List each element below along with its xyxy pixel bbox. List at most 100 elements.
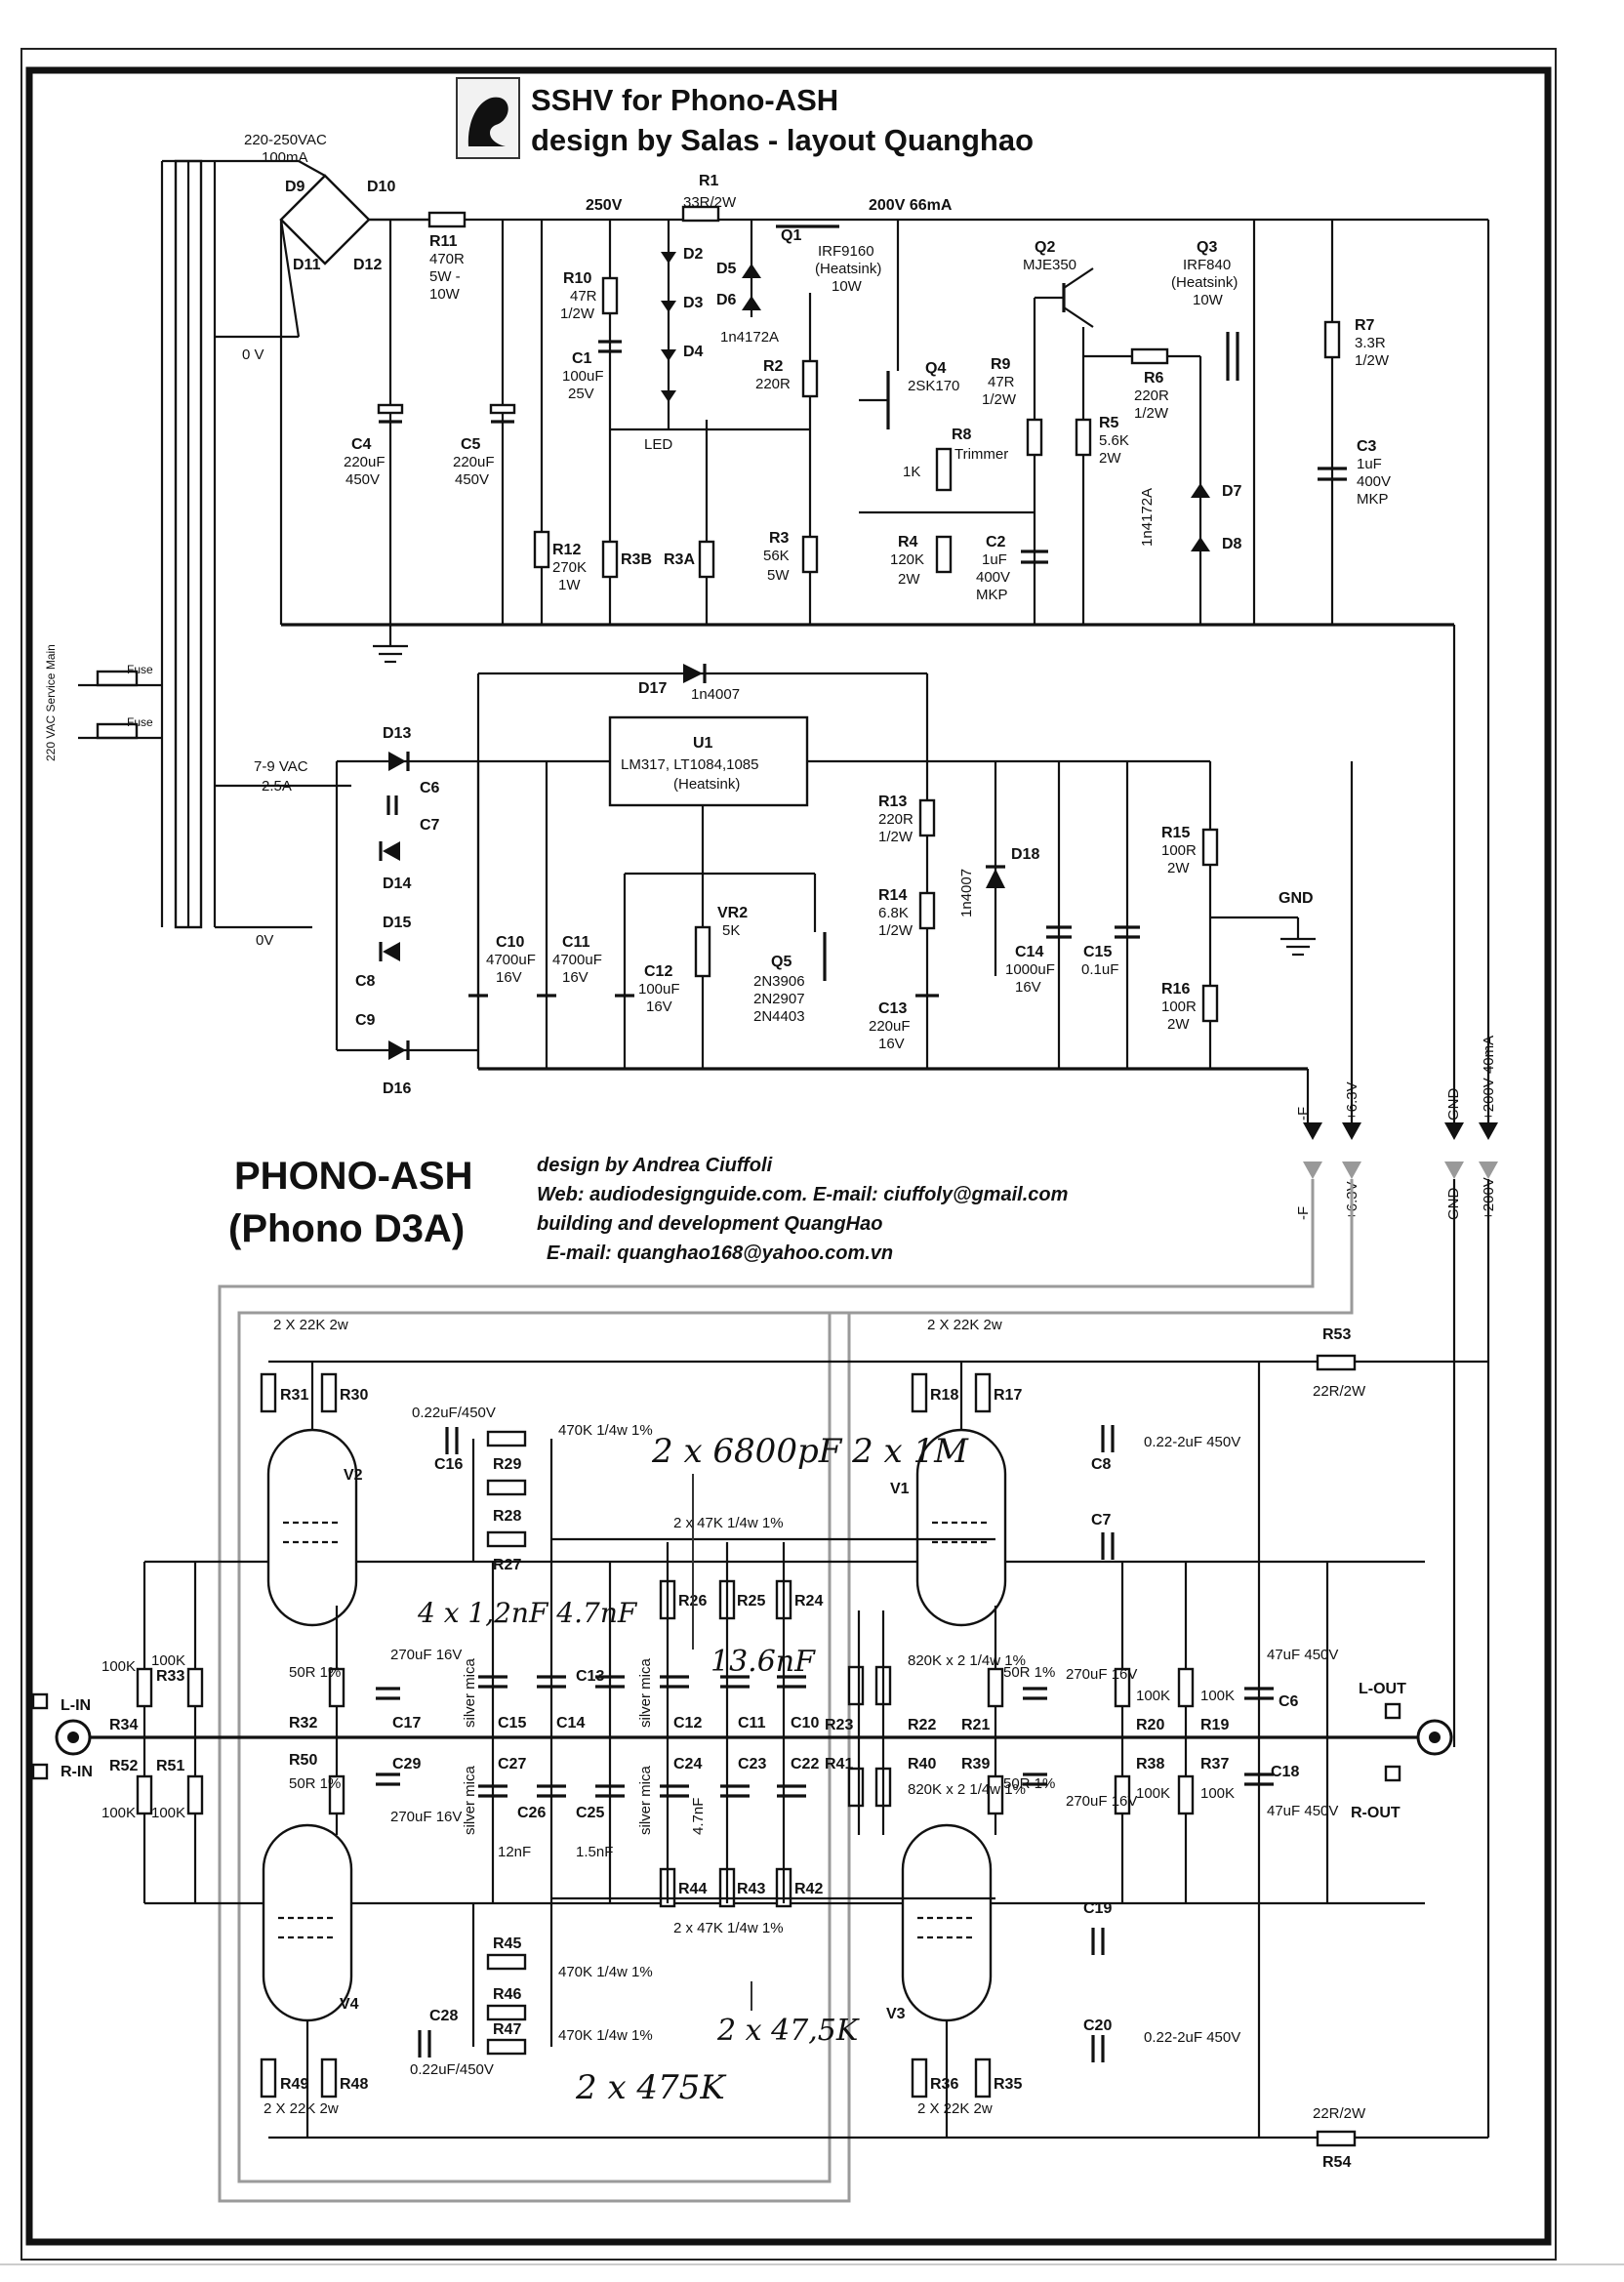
svg-text:12nF: 12nF: [498, 1844, 531, 1860]
svg-text:R40: R40: [908, 1756, 936, 1773]
transformer: 220-250VAC 100mA 0 V 7-9 VAC 2.5A 0V Fus…: [44, 132, 351, 949]
svg-text:50R 1%: 50R 1%: [289, 1664, 341, 1681]
svg-text:400V: 400V: [1357, 473, 1391, 490]
svg-text:4.7nF: 4.7nF: [690, 1798, 707, 1835]
capacitor-array: [376, 1425, 1274, 2062]
svg-text:R3: R3: [769, 530, 790, 547]
sec-hv-current: 100mA: [262, 149, 308, 166]
conn-gnd-top: GND: [1445, 1088, 1462, 1121]
svg-text:C18: C18: [1271, 1764, 1299, 1780]
note-6800pf: 2 x 6800pF 2 x 1M: [651, 1432, 969, 1471]
svg-text:D9: D9: [285, 179, 305, 195]
svg-text:D7: D7: [1222, 483, 1242, 500]
svg-text:1W: 1W: [558, 577, 581, 593]
svg-text:2W: 2W: [1167, 860, 1190, 876]
svg-text:C8: C8: [355, 973, 376, 990]
svg-text:2W: 2W: [898, 571, 920, 588]
svg-text:R46: R46: [493, 1986, 521, 2003]
svg-text:D16: D16: [383, 1080, 411, 1097]
svg-text:C13: C13: [576, 1668, 604, 1685]
svg-text:470R: 470R: [429, 251, 465, 267]
connector-group: -F +6.3V GND +200V 40mA -F +6.3V GND +20…: [1295, 1036, 1498, 1220]
svg-text:R28: R28: [493, 1508, 521, 1525]
svg-text:D14: D14: [383, 876, 411, 892]
svg-text:C28: C28: [429, 2008, 458, 2024]
amp-value-labels: 2 X 22K 2w 2 X 22K 2w 2 X 22K 2w 2 X 22K…: [102, 1317, 1366, 2122]
svg-text:R5: R5: [1099, 415, 1119, 431]
svg-text:2SK170: 2SK170: [908, 378, 959, 394]
svg-text:270uF 16V: 270uF 16V: [1066, 1666, 1137, 1683]
svg-text:C4: C4: [351, 436, 372, 453]
svg-text:2N4403: 2N4403: [753, 1008, 805, 1025]
logo-figure: [467, 97, 508, 146]
svg-text:R11: R11: [429, 233, 458, 250]
zero-v-lv: 0V: [256, 932, 273, 949]
r-in-jack[interactable]: [31, 1763, 49, 1780]
svg-text:C12: C12: [673, 1715, 702, 1732]
credit-line-2: Web: audiodesignguide.com. E-mail: ciuff…: [537, 1184, 1068, 1205]
svg-text:C24: C24: [673, 1756, 702, 1773]
svg-text:R7: R7: [1355, 317, 1375, 334]
svg-text:25V: 25V: [568, 386, 594, 402]
svg-text:C15: C15: [1083, 944, 1112, 960]
svg-text:C5: C5: [461, 436, 481, 453]
svg-text:820K x 2 1/4w 1%: 820K x 2 1/4w 1%: [908, 1652, 1026, 1669]
svg-text:C11: C11: [562, 934, 590, 951]
svg-text:470K 1/4w 1%: 470K 1/4w 1%: [558, 2027, 653, 2044]
svg-text:R33: R33: [156, 1668, 184, 1685]
svg-text:C15: C15: [498, 1715, 526, 1732]
mains-label: 220 VAC Service Main: [44, 644, 58, 761]
outer-frame: [20, 48, 1557, 2261]
svg-text:1/2W: 1/2W: [982, 391, 1017, 408]
svg-text:4700uF: 4700uF: [486, 952, 536, 968]
svg-text:100R: 100R: [1161, 842, 1197, 859]
svg-text:2W: 2W: [1167, 1016, 1190, 1033]
svg-text:C13: C13: [878, 1000, 907, 1017]
svg-text:470K 1/4w 1%: 470K 1/4w 1%: [558, 1964, 653, 1980]
svg-text:100K: 100K: [1200, 1688, 1235, 1704]
svg-text:C27: C27: [498, 1756, 526, 1773]
note-1-2nf: 4 x 1,2nF 4.7nF: [417, 1597, 638, 1629]
svg-text:1/2W: 1/2W: [878, 922, 914, 939]
credit-line-1: design by Andrea Ciuffoli: [537, 1155, 773, 1176]
tube-v3: V3: [886, 1823, 993, 2022]
svg-text:C17: C17: [392, 1715, 421, 1732]
svg-text:Q5: Q5: [771, 954, 792, 970]
svg-text:(Heatsink): (Heatsink): [815, 261, 881, 277]
gnd-label: GND: [1279, 890, 1314, 907]
svg-text:100K: 100K: [151, 1805, 185, 1821]
l-out-jack[interactable]: [1384, 1702, 1401, 1720]
svg-text:R39: R39: [961, 1756, 990, 1773]
svg-text:0.22uF/450V: 0.22uF/450V: [412, 1405, 496, 1421]
svg-text:R20: R20: [1136, 1717, 1164, 1733]
svg-text:MKP: MKP: [976, 587, 1008, 603]
svg-text:56K: 56K: [763, 548, 790, 564]
svg-text:0.22-2uF 450V: 0.22-2uF 450V: [1144, 1434, 1240, 1450]
svg-text:100K: 100K: [151, 1652, 185, 1669]
u1-note: (Heatsink): [673, 776, 740, 793]
u1-ref: U1: [693, 735, 713, 752]
svg-text:5K: 5K: [722, 922, 740, 939]
svg-text:R52: R52: [109, 1758, 138, 1774]
svg-text:R10: R10: [563, 270, 591, 287]
svg-text:1/2W: 1/2W: [560, 306, 595, 322]
svg-text:22R/2W: 22R/2W: [1313, 2105, 1366, 2122]
l-in-jack[interactable]: [31, 1692, 49, 1710]
svg-text:C25: C25: [576, 1805, 604, 1821]
svg-text:270uF 16V: 270uF 16V: [390, 1647, 462, 1663]
rail-200: 200V 66mA: [869, 197, 953, 214]
svg-text:R15: R15: [1161, 825, 1190, 841]
svg-text:1n4007: 1n4007: [691, 686, 740, 703]
svg-text:220uF: 220uF: [453, 454, 495, 470]
svg-text:5W: 5W: [767, 567, 790, 584]
conn-200v-top: +200V 40mA: [1481, 1036, 1497, 1121]
svg-text:C23: C23: [738, 1756, 766, 1773]
svg-text:R42: R42: [794, 1881, 823, 1897]
svg-text:50R 1%: 50R 1%: [1003, 1775, 1055, 1792]
svg-text:C14: C14: [556, 1715, 585, 1732]
sec-lv-current: 2.5A: [262, 778, 292, 795]
svg-text:0.1uF: 0.1uF: [1081, 961, 1118, 978]
r-out-jack[interactable]: [1384, 1765, 1401, 1782]
